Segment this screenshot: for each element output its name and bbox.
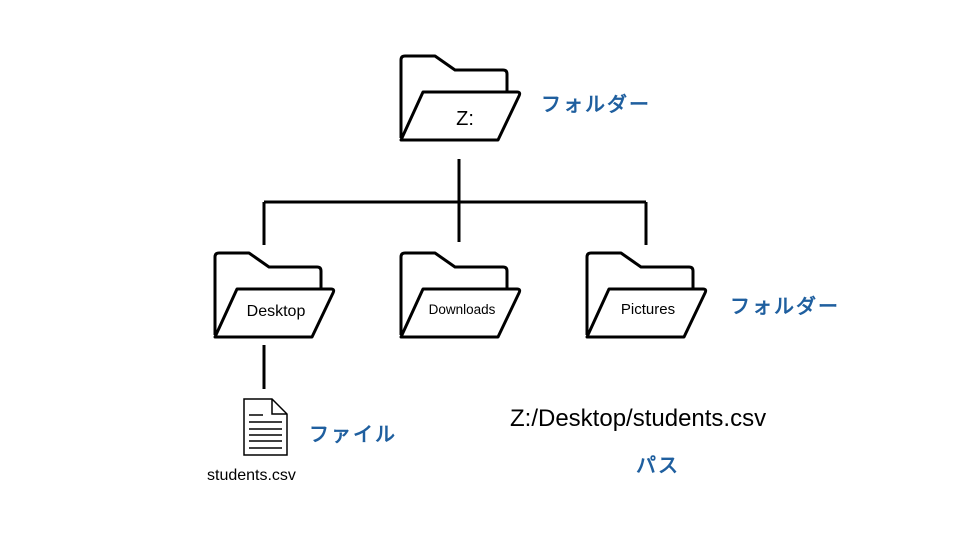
path-label: パス — [636, 453, 680, 477]
root-type-label: フォルダー — [541, 92, 651, 116]
folder-name-pictures: Pictures — [621, 301, 675, 318]
file-name: students.csv — [207, 467, 296, 484]
folder-name-desktop: Desktop — [247, 303, 306, 320]
folder-icon[interactable]: Downloads — [399, 251, 522, 339]
pictures-type-label: フォルダー — [730, 294, 840, 318]
folder-icon[interactable]: Z: — [399, 54, 522, 142]
file-type-label: ファイル — [309, 422, 397, 446]
path-value: Z:/Desktop/students.csv — [510, 405, 767, 432]
folder-name-downloads: Downloads — [429, 302, 496, 317]
folder-name-root: Z: — [456, 108, 474, 130]
document-icon[interactable] — [243, 398, 288, 456]
folder-icon[interactable]: Pictures — [585, 251, 708, 339]
folder-icon[interactable]: Desktop — [213, 251, 336, 339]
tree-connectors — [262, 159, 648, 389]
